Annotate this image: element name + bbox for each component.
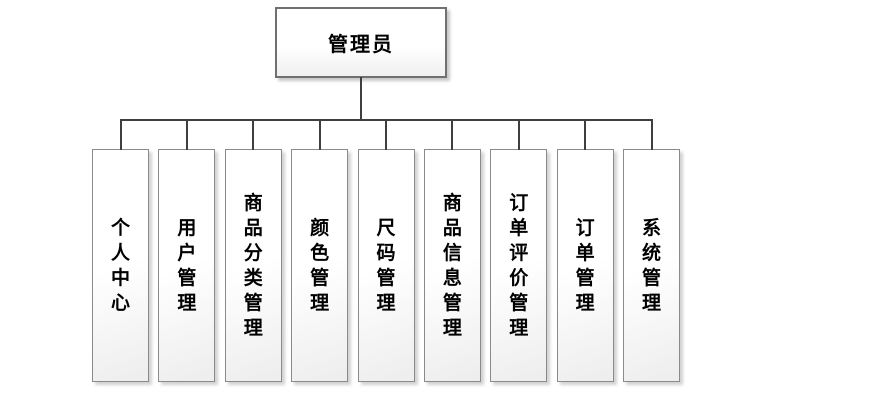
node-label: 商品分类管理: [243, 191, 263, 339]
children-row: 个人中心 用户管理 商品分类管理 颜色管理 尺码管理 商品信息管理 订单评价管理…: [92, 120, 680, 382]
node-personal-center: 个人中心: [92, 120, 149, 382]
node-system-management: 系统管理: [623, 120, 680, 382]
node-label: 颜色管理: [310, 216, 330, 314]
node-label: 系统管理: [641, 216, 661, 314]
node-color-management: 颜色管理: [291, 120, 349, 382]
node-label: 个人中心: [110, 216, 130, 314]
node-user-management: 用户管理: [158, 120, 216, 382]
connector-root-vertical: [360, 77, 362, 121]
root-node-admin: 管理员: [275, 7, 447, 78]
node-size-management: 尺码管理: [357, 120, 415, 382]
node-label: 尺码管理: [376, 216, 396, 314]
node-order-management: 订单管理: [556, 120, 614, 382]
node-product-info-management: 商品信息管理: [423, 120, 481, 382]
node-label: 用户管理: [177, 216, 197, 314]
node-label: 订单评价管理: [509, 191, 529, 339]
node-product-category-management: 商品分类管理: [224, 120, 282, 382]
node-order-review-management: 订单评价管理: [490, 120, 548, 382]
node-label: 商品信息管理: [442, 191, 462, 339]
node-label: 订单管理: [575, 216, 595, 314]
root-node-label: 管理员: [328, 32, 394, 56]
